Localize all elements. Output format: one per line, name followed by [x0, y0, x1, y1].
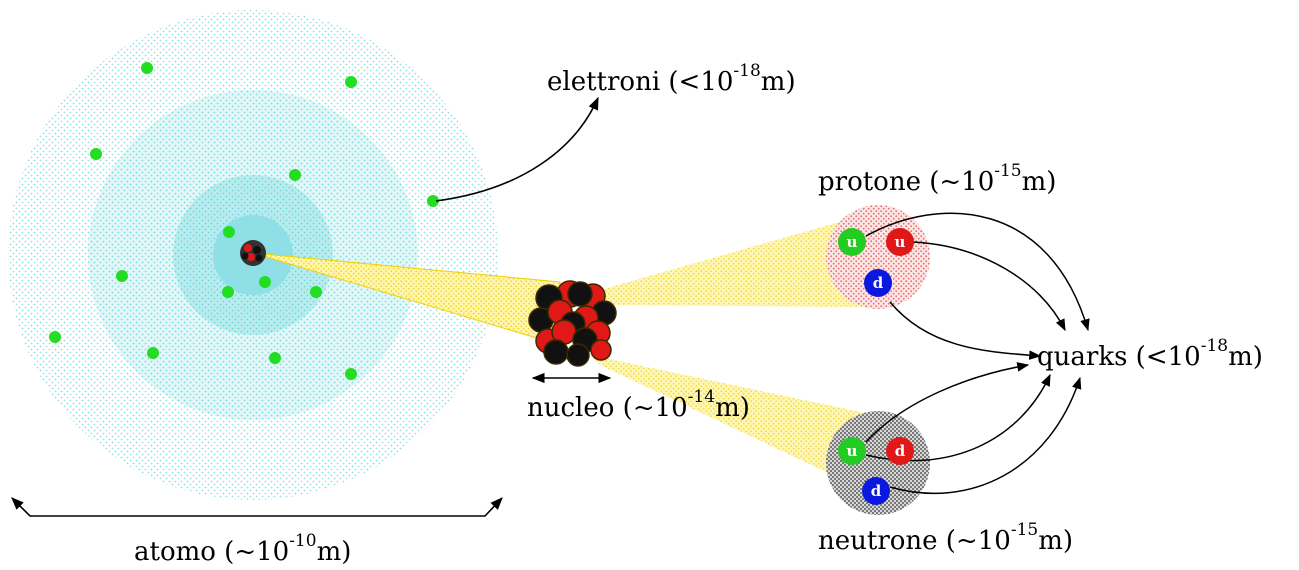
quark-u — [886, 228, 914, 256]
proton-zoom-cone — [600, 212, 875, 307]
electron — [345, 76, 357, 88]
nucleus — [528, 280, 617, 367]
quark-d — [886, 437, 914, 465]
electron — [310, 286, 322, 298]
electron-arrow — [435, 96, 599, 202]
quark-arrows — [865, 212, 1090, 495]
atom-nucleus-icon — [240, 240, 266, 266]
electron — [222, 286, 234, 298]
electrons — [49, 62, 439, 380]
atom-size-bracket — [11, 497, 503, 517]
quark-label: u — [895, 233, 906, 251]
electron — [141, 62, 153, 74]
electron — [49, 331, 61, 343]
electron — [289, 169, 301, 181]
quark-u — [838, 437, 866, 465]
quark-u — [838, 228, 866, 256]
electron — [259, 276, 271, 288]
electron — [345, 368, 357, 380]
nucleus-label: nucleo (~10-14m) — [527, 387, 750, 423]
neutron-label: neutrone (~10-15m) — [818, 520, 1073, 556]
electron — [147, 347, 159, 359]
quarks-label: quarks (<10-18m) — [1037, 336, 1263, 372]
electron — [223, 226, 235, 238]
proton-label: protone (~10-15m) — [818, 161, 1056, 197]
quark-label: d — [895, 442, 906, 460]
electron — [90, 148, 102, 160]
quark-label: d — [873, 274, 884, 292]
electrons-label: elettroni (<10-18m) — [547, 61, 796, 97]
electron — [116, 270, 128, 282]
quark-label: u — [847, 442, 858, 460]
proton-quarks: u u d — [838, 228, 914, 297]
quark-label: u — [847, 233, 858, 251]
quark-d — [864, 269, 892, 297]
neutron-zoom-cone — [590, 355, 875, 495]
neutron-quarks: u d d — [838, 437, 914, 505]
electron — [269, 352, 281, 364]
quark-label: d — [871, 482, 882, 500]
quark-d — [862, 477, 890, 505]
atom-label: atomo (~10-10m) — [134, 531, 351, 567]
electron — [427, 195, 439, 207]
